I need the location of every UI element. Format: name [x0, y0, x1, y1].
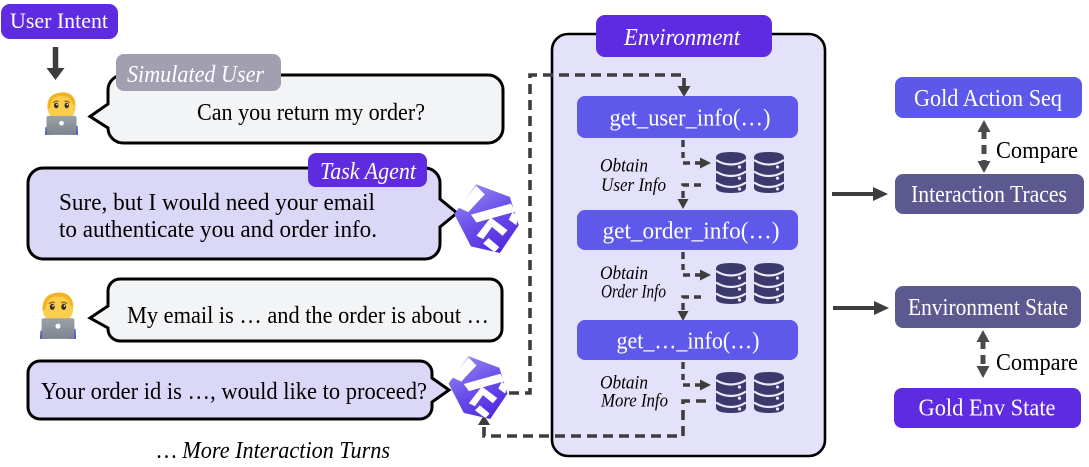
svg-text:get_…_info(…): get_…_info(…)	[617, 329, 760, 355]
svg-text:… More Interaction Turns: … More Interaction Turns	[157, 438, 390, 464]
svg-text:Gold Env State: Gold Env State	[919, 396, 1056, 422]
svg-text:to authenticate you and order: to authenticate you and order info.	[59, 217, 377, 243]
svg-text:Sure, but I would need your em: Sure, but I would need your email	[59, 190, 375, 216]
svg-text:User Info: User Info	[601, 175, 666, 196]
svg-text:Obtain: Obtain	[600, 156, 648, 177]
svg-text:Can you return my order?: Can you return my order?	[197, 100, 425, 126]
svg-text:Obtain: Obtain	[600, 263, 648, 284]
svg-text:More Info: More Info	[600, 391, 668, 412]
svg-text:Order Info: Order Info	[601, 282, 666, 303]
svg-text:Interaction Traces: Interaction Traces	[911, 182, 1067, 208]
svg-text:get_user_info(…): get_user_info(…)	[610, 106, 771, 132]
svg-text:Simulated User: Simulated User	[127, 62, 265, 88]
svg-text:Compare: Compare	[996, 138, 1078, 164]
svg-text:Task Agent: Task Agent	[320, 159, 417, 185]
svg-text:Obtain: Obtain	[600, 373, 648, 394]
svg-text:get_order_info(…): get_order_info(…)	[603, 219, 780, 245]
svg-text:Environment State: Environment State	[908, 295, 1068, 321]
svg-text:Gold Action Seq: Gold Action Seq	[914, 86, 1062, 112]
svg-text:My email is … and the order is: My email is … and the order is about …	[127, 303, 489, 329]
svg-text:Your order id is …, would like: Your order id is …, would like to procee…	[41, 379, 427, 405]
svg-text:User Intent: User Intent	[10, 8, 109, 33]
svg-text:Environment: Environment	[623, 24, 741, 51]
svg-text:Compare: Compare	[996, 350, 1078, 376]
